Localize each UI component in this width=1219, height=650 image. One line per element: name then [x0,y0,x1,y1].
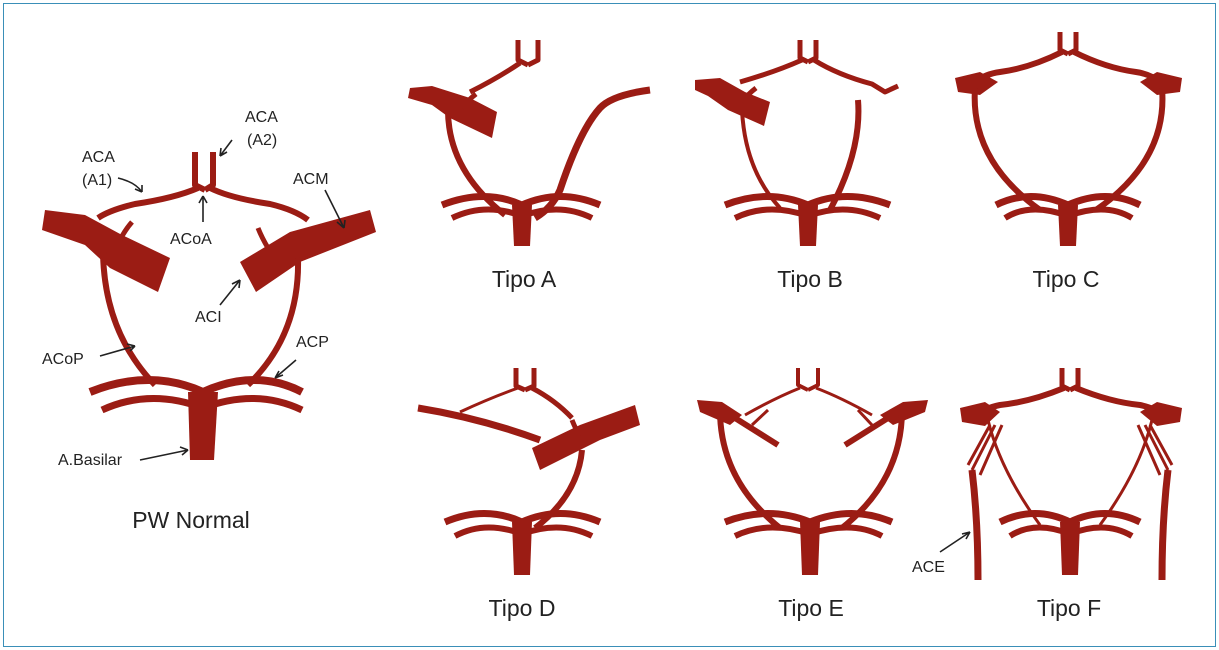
tipo-d-basilar [512,522,532,575]
label-ace: ACE [912,559,945,576]
tipo-a-a1-left [470,63,520,92]
diagram-tipo-c: Tipo C [955,32,1182,292]
tipo-e-pca-upper [725,514,892,523]
diagram-tipo-e: Tipo E [697,368,928,621]
diagram-tipo-f: ACE Tipo F [912,368,1182,621]
normal-pca-upper [90,380,302,392]
normal-diagram: ACA (A2) ACA (A1) ACM ACoA ACI ACoP ACP … [42,109,376,533]
tipo-b-basilar [798,205,818,246]
tipo-e-left-twig [752,410,768,425]
label-acm: ACM [293,171,329,188]
caption-tipo-f: Tipo F [1037,595,1101,621]
label-acop: ACoP [42,351,84,368]
tipo-a-pca-upper [442,197,600,206]
diagram-tipo-d: Tipo D [418,368,640,621]
tipo-d-a1-left [460,388,518,412]
tipo-f-ace-left [972,470,978,580]
tipo-b-pca-upper [725,197,890,206]
caption-tipo-d: Tipo D [489,595,556,621]
tipo-e-basilar [800,522,820,575]
label-aci: ACI [195,309,222,326]
tipo-d-left-mca [418,408,540,440]
tipo-d-a2 [516,368,534,390]
tipo-c-basilar [1058,205,1078,246]
normal-ica-right [240,210,376,292]
normal-arrows [100,140,345,460]
tipo-d-ica-right [532,405,640,470]
normal-branch-right [258,228,268,248]
tipo-f-a2 [1062,368,1078,390]
caption-tipo-c: Tipo C [1033,266,1100,292]
normal-a2-right [205,152,213,190]
caption-tipo-a: Tipo A [492,266,557,292]
diagram-tipo-a: Tipo A [408,40,650,292]
tipo-f-basilar [1060,522,1080,575]
diagram-tipo-b: Tipo B [695,40,898,292]
tipo-c-pcoma-right [1096,88,1162,210]
tipo-a-basilar [512,205,532,246]
label-aca-a1-top: ACA [82,149,115,166]
tipo-b-a1-right [814,60,898,92]
tipo-a-a2 [518,40,538,65]
tipo-e-a1-left [745,388,800,415]
caption-tipo-b: Tipo B [777,266,843,292]
tipo-b-a1-left [740,60,802,82]
tipo-c-pca-upper [996,197,1140,206]
caption-tipo-e: Tipo E [778,595,844,621]
normal-a2-left [195,152,205,190]
label-aca-a1-bottom: (A1) [82,172,112,189]
tipo-b-a2 [800,40,816,62]
tipo-e-a1-right [816,388,872,415]
label-acoa: ACoA [170,231,212,248]
tipo-c-a1-right [1074,52,1160,82]
tipo-c-pcoma-left [975,88,1040,210]
tipo-d-a1-right [532,388,572,418]
normal-a1-left [98,188,198,218]
tipo-c-a2 [1060,32,1076,54]
label-aca-a2-bottom: (A2) [247,132,277,149]
tipo-f-pca-upper [1000,514,1140,523]
normal-basilar [188,392,218,460]
ace-arrow [940,532,970,552]
label-aca-a2-top: ACA [245,109,278,126]
tipo-e-right-branch [845,418,888,445]
label-acp: ACP [296,334,329,351]
tipo-d-pca-upper [445,514,600,523]
label-basilar: A.Basilar [58,452,123,469]
tipo-f-ace-right [1162,470,1168,580]
caption-pw-normal: PW Normal [132,507,250,533]
tipo-e-a2 [798,368,818,390]
normal-a1-right [210,188,308,220]
tipo-b-ica-left [695,78,770,126]
